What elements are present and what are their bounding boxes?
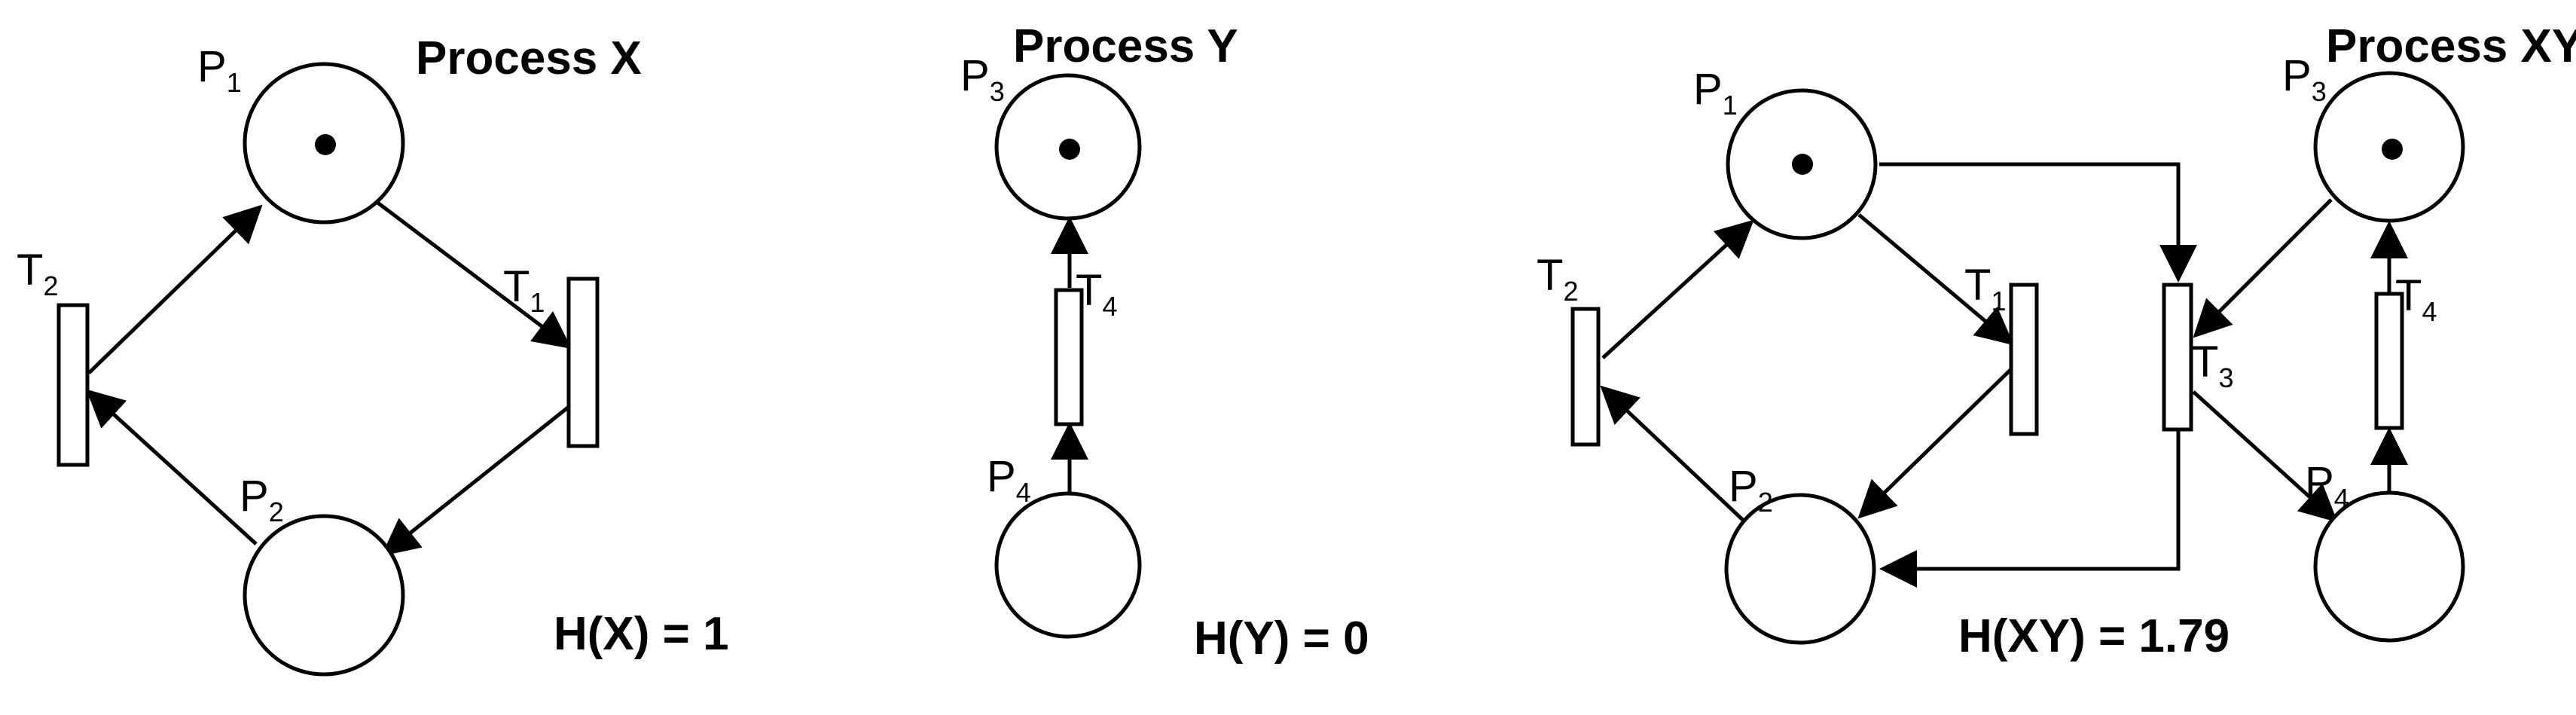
place-p4 (994, 491, 1142, 639)
transition-t1 (566, 277, 600, 448)
label-t1: T1 (1964, 261, 2006, 316)
title-process-y: Process Y (1013, 20, 1238, 72)
label-p1: P1 (1693, 65, 1738, 121)
arc-p2-t2 (86, 389, 258, 545)
transition-t2 (1570, 307, 1601, 447)
token (2382, 139, 2403, 160)
transition-t1 (2009, 283, 2039, 436)
label-p3: P3 (960, 51, 1005, 107)
arc-p3-t3 (2193, 198, 2333, 338)
entropy-x: H(X) = 1 (554, 608, 729, 660)
transition-t3 (2162, 283, 2193, 432)
label-p3: P3 (2282, 51, 2327, 107)
token (1792, 154, 1813, 175)
arc-p1-t1 (1857, 213, 2014, 346)
process-xy: P1 P2 P3 P4 T1 T2 T3 T4 Process XY H(XY)… (1537, 20, 2576, 662)
title-process-xy: Process XY (2326, 20, 2576, 72)
transition-t2 (56, 303, 90, 467)
label-p4: P4 (987, 452, 1031, 508)
label-p2: P2 (1729, 462, 1773, 518)
label-p4: P4 (2305, 458, 2349, 514)
label-t3: T3 (2192, 338, 2233, 393)
arc-t2-p1 (1601, 219, 1754, 359)
place-p2 (1724, 493, 1876, 645)
arc-t3-p2 (1879, 429, 2181, 588)
place-p4 (2313, 490, 2465, 643)
token (1059, 139, 1080, 160)
label-t4: T4 (2395, 271, 2437, 327)
arc-p1-t1 (375, 200, 572, 350)
label-p2: P2 (240, 472, 284, 527)
entropy-xy: H(XY) = 1.79 (1958, 610, 2230, 662)
arc-t3-p4 (2192, 390, 2338, 523)
title-process-x: Process X (416, 32, 642, 84)
label-p1: P1 (197, 42, 242, 98)
transition-t4 (2374, 292, 2404, 430)
arc-t1-p2 (381, 405, 570, 557)
label-t2: T2 (17, 246, 58, 301)
transition-t4 (1054, 288, 1084, 426)
arc-p2-t2 (1600, 385, 1760, 536)
arc-t1-p2 (1857, 368, 2013, 519)
arc-t2-p1 (87, 204, 263, 374)
process-x: P1 P2 T1 T2 Process X H(X) = 1 (17, 32, 729, 677)
token (315, 134, 336, 155)
process-y: P3 P4 T4 Process Y H(Y) = 0 (960, 20, 1369, 665)
entropy-y: H(Y) = 0 (1194, 613, 1369, 665)
label-t4: T4 (1076, 266, 1117, 322)
label-t1: T1 (503, 262, 545, 318)
place-p2 (243, 514, 405, 677)
label-t2: T2 (1537, 251, 1578, 307)
arc-p1-t3 (1879, 162, 2197, 283)
